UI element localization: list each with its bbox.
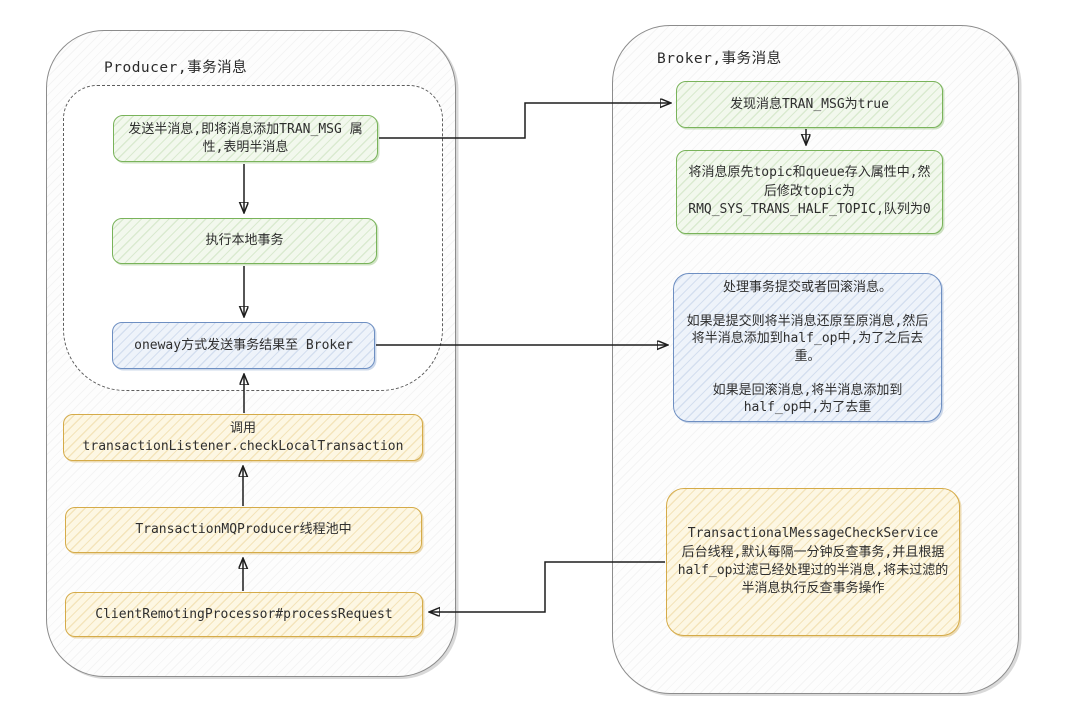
node-handle-commit-rollback: 处理事务提交或者回滚消息。 如果是提交则将半消息还原至原消息,然后将半消息添加到…	[673, 273, 942, 422]
node-transaction-mq-producer-pool-label: TransactionMQProducer线程池中	[135, 522, 352, 538]
node-send-half-message-label: 发送半消息,即将消息添加TRAN_MSG 属性,表明半消息	[128, 121, 363, 155]
node-store-original-topic: 将消息原先topic和queue存入属性中,然后修改topic为RMQ_SYS_…	[676, 150, 943, 234]
node-store-original-topic-label: 将消息原先topic和queue存入属性中,然后修改topic为RMQ_SYS_…	[688, 165, 931, 218]
node-transaction-mq-producer-pool: TransactionMQProducer线程池中	[65, 507, 422, 553]
node-transactional-message-check-service: TransactionalMessageCheckService 后台线程,默认…	[666, 488, 960, 636]
node-execute-local-transaction: 执行本地事务	[112, 218, 377, 264]
producer-title: Producer,事务消息	[104, 60, 248, 76]
node-check-local-transaction: 调用 transactionListener.checkLocalTransac…	[63, 414, 423, 461]
node-found-tran-msg-label: 发现消息TRAN_MSG为true	[730, 96, 889, 112]
node-execute-local-transaction-label: 执行本地事务	[205, 233, 284, 249]
node-oneway-send-result: oneway方式发送事务结果至 Broker	[112, 322, 375, 369]
node-client-remoting-processor-label: ClientRemotingProcessor#processRequest	[95, 606, 393, 622]
node-transactional-message-check-service-label: TransactionalMessageCheckService 后台线程,默认…	[677, 526, 949, 597]
node-client-remoting-processor: ClientRemotingProcessor#processRequest	[65, 592, 423, 637]
node-found-tran-msg: 发现消息TRAN_MSG为true	[676, 81, 943, 128]
node-send-half-message: 发送半消息,即将消息添加TRAN_MSG 属性,表明半消息	[113, 115, 378, 162]
node-check-local-transaction-label: 调用 transactionListener.checkLocalTransac…	[82, 420, 404, 454]
broker-title: Broker,事务消息	[657, 51, 782, 67]
node-handle-commit-rollback-label: 处理事务提交或者回滚消息。 如果是提交则将半消息还原至原消息,然后将半消息添加到…	[686, 279, 929, 415]
node-oneway-send-result-label: oneway方式发送事务结果至 Broker	[134, 337, 353, 353]
